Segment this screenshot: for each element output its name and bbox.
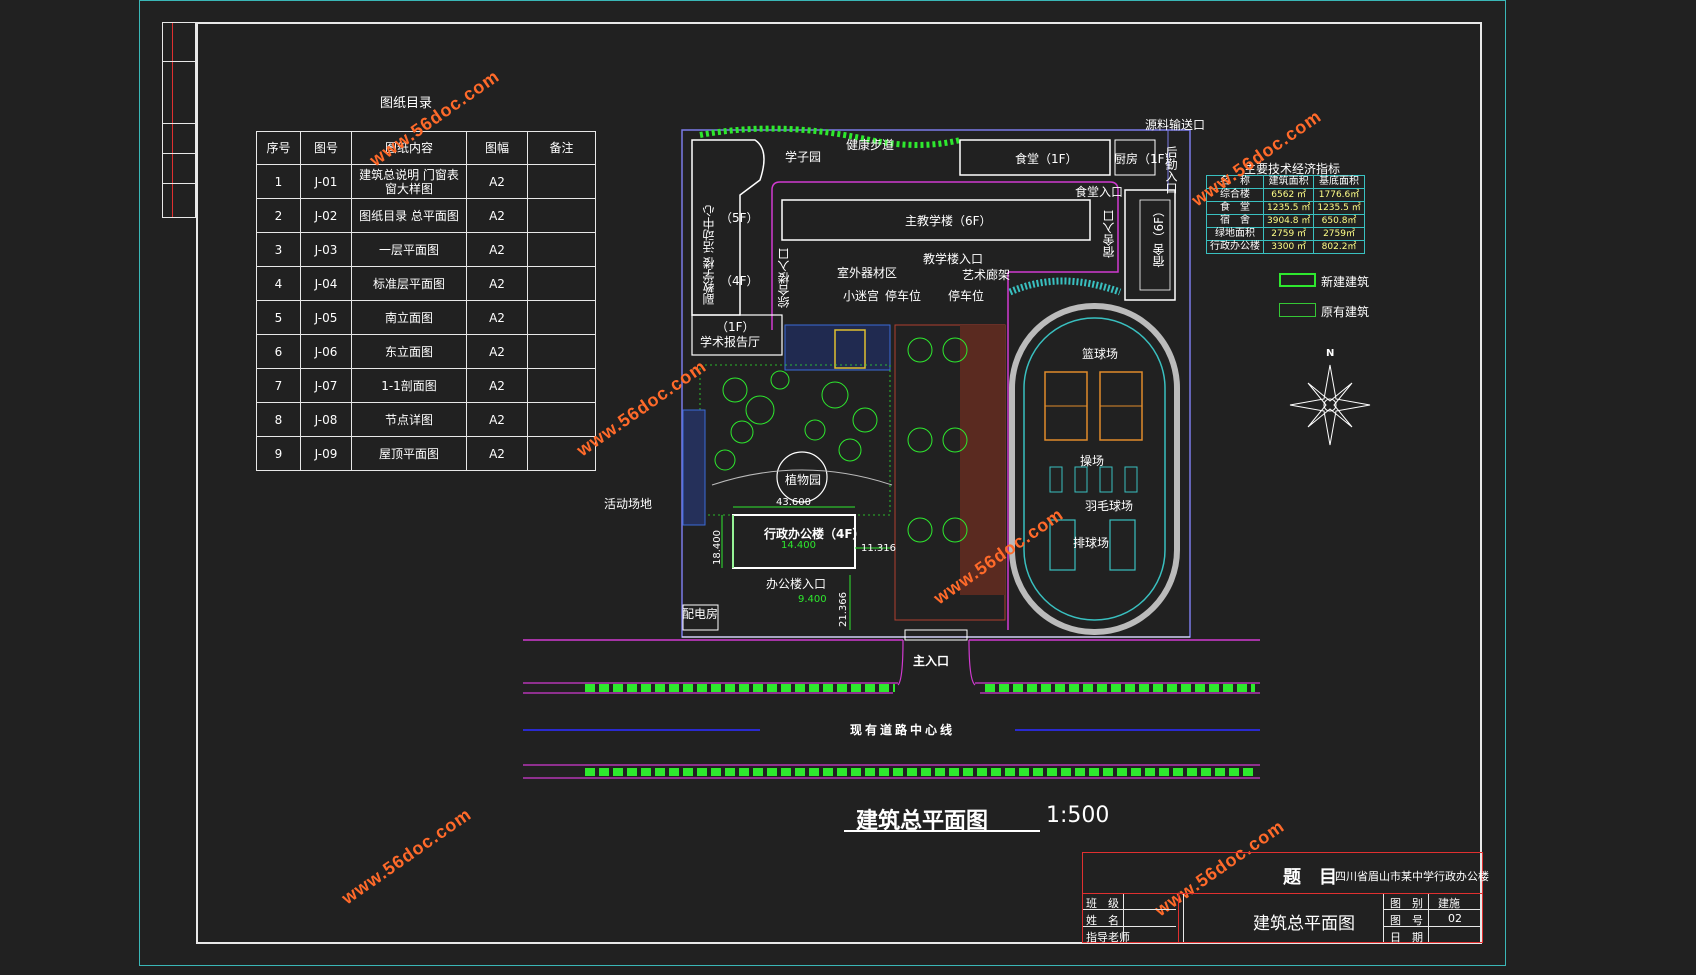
number-label: 图 号 xyxy=(1390,914,1423,927)
maze-label: 小迷宫 xyxy=(843,289,880,303)
volleyball-court-label: 排球场 xyxy=(1073,536,1110,550)
raw-material-entry-label: 源料输送口 xyxy=(1145,118,1206,132)
topic-label: 题 目 xyxy=(1283,867,1337,888)
class-label: 班 级 xyxy=(1086,897,1119,910)
dimension-right: 11.316 xyxy=(861,543,896,554)
main-entry-label: 主入口 xyxy=(913,654,950,668)
legend-old-label: 原有建筑 xyxy=(1321,305,1370,319)
date-label: 日 期 xyxy=(1390,931,1423,944)
badminton-court-label: 羽毛球场 xyxy=(1085,499,1134,513)
canteen-label: 食堂（1F） xyxy=(1015,152,1078,166)
ground-elevation: 9.400 xyxy=(798,594,827,605)
activity-floors-label: （5F） xyxy=(720,211,759,225)
title-block: 题 目 四川省眉山市某中学行政办公楼 建筑总平面图 班 级 姓 名 指导老师 图… xyxy=(1082,852,1489,944)
legend-old-swatch xyxy=(1279,303,1316,317)
hall-floors-label: （1F） xyxy=(716,320,755,334)
number-value: 02 xyxy=(1448,912,1462,925)
dorm-label: 宿舍（6F） xyxy=(1152,205,1166,268)
drawing-scale: 1:500 xyxy=(1046,803,1110,828)
north-arrow-icon: N xyxy=(1326,348,1335,359)
dimension-bottom: 21.366 xyxy=(838,592,849,627)
eco-header: 基底面积 xyxy=(1313,175,1365,189)
main-teaching-building-label: 主教学楼（6F） xyxy=(905,214,992,228)
binding-strip xyxy=(162,22,197,218)
office-entry-label: 办公楼入口 xyxy=(766,577,827,591)
drawing-name: 建筑总平面图 xyxy=(1253,914,1355,934)
activity-center-label: 副教学楼 活动中心 xyxy=(702,205,716,305)
admin-elevation: 14.400 xyxy=(781,540,816,551)
title-underline xyxy=(844,830,1040,832)
equipment-area-label: 室外器材区 xyxy=(837,266,898,280)
eco-title: 主要技术经济指标 xyxy=(1244,162,1341,176)
admin-building-label: 行政办公楼（4F） xyxy=(764,527,865,541)
topic-value: 四川省眉山市某中学行政办公楼 xyxy=(1335,870,1489,883)
academic-hall-label: 学术报告厅 xyxy=(700,335,761,349)
dorm-entry-label: 宿舍入口 xyxy=(1102,210,1116,258)
study-garden-label: 学子园 xyxy=(785,150,822,164)
index-header: 序号 xyxy=(256,131,301,165)
dimension-left: 18.400 xyxy=(712,530,723,565)
drawing-outer-frame xyxy=(139,0,1506,966)
parking-label-1: 停车位 xyxy=(885,289,922,303)
logistics-entry-label: 后勤入口 xyxy=(1164,146,1178,194)
complex-entry-label: 综合楼入口 xyxy=(777,248,791,308)
activity-yard-label: 活动场地 xyxy=(604,497,653,511)
drawing-title: 建筑总平面图 xyxy=(856,809,989,834)
legend-new-label: 新建建筑 xyxy=(1321,275,1370,289)
health-path-label: 健康步道 xyxy=(846,138,895,152)
basketball-court-label: 篮球场 xyxy=(1082,347,1119,361)
canteen-entry-label: 食堂入口 xyxy=(1075,185,1124,199)
index-title: 图纸目录 xyxy=(380,96,433,111)
road-centerline-label: 现有道路中心线 xyxy=(850,723,956,737)
dimension-top: 43.600 xyxy=(776,497,811,508)
parking-label-2: 停车位 xyxy=(948,289,985,303)
playground-label: 操场 xyxy=(1080,454,1105,468)
eco-header: 建筑面积 xyxy=(1262,175,1315,189)
art-gallery-label: 艺术廊架 xyxy=(962,268,1011,282)
drawing-inner-frame xyxy=(196,22,1482,944)
power-room-label: 配电房 xyxy=(682,607,719,621)
kitchen-label: 厨房（1F） xyxy=(1114,152,1177,166)
teacher-label: 指导老师 xyxy=(1086,931,1130,944)
name-label: 姓 名 xyxy=(1086,914,1119,927)
category-label: 图 别 xyxy=(1390,897,1423,910)
teaching-entry-label: 教学楼入口 xyxy=(923,252,984,266)
legend-new-swatch xyxy=(1279,273,1316,287)
botanical-garden-label: 植物园 xyxy=(785,473,822,487)
category-value: 建施 xyxy=(1438,897,1460,910)
complex-floors-label: （4F） xyxy=(720,274,759,288)
